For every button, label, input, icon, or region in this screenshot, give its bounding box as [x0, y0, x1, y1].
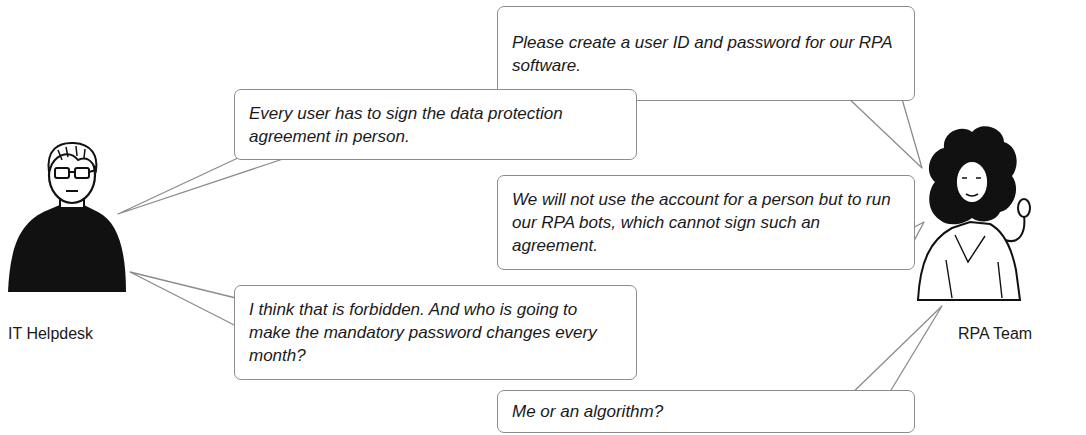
face-features	[962, 178, 981, 196]
bubble-text: I think that is forbidden. And who is go…	[249, 298, 622, 367]
speech-bubble: We will not use the account for a person…	[497, 175, 915, 270]
glasses-left	[55, 168, 69, 178]
rpa-person	[918, 126, 1030, 300]
speech-tail	[845, 306, 942, 400]
hair-strands	[58, 146, 85, 160]
hair	[929, 126, 1017, 224]
speech-bubble: Please create a user ID and password for…	[497, 6, 915, 101]
bubble-text: Me or an algorithm?	[512, 400, 900, 423]
glasses-bridge	[69, 170, 96, 172]
person-label: RPA Team	[958, 325, 1032, 343]
helpdesk-person	[8, 143, 126, 292]
speech-bubble: Every user has to sign the data protecti…	[234, 89, 637, 160]
speech-tail	[842, 92, 922, 168]
hand	[1018, 199, 1030, 217]
top-folds	[946, 235, 1002, 298]
glasses-right	[75, 168, 89, 178]
arm	[1005, 215, 1024, 241]
top	[918, 222, 1020, 300]
bubble-text: Every user has to sign the data protecti…	[249, 102, 622, 148]
face	[956, 161, 988, 203]
speech-tail	[130, 272, 244, 330]
speech-bubble: Me or an algorithm?	[497, 390, 915, 433]
bubble-text: We will not use the account for a person…	[512, 188, 900, 257]
person-label: IT Helpdesk	[8, 325, 93, 343]
bubble-text: Please create a user ID and password for…	[512, 31, 900, 77]
speech-bubble: I think that is forbidden. And who is go…	[234, 285, 637, 380]
mouth	[66, 190, 78, 192]
sweater	[8, 204, 126, 292]
